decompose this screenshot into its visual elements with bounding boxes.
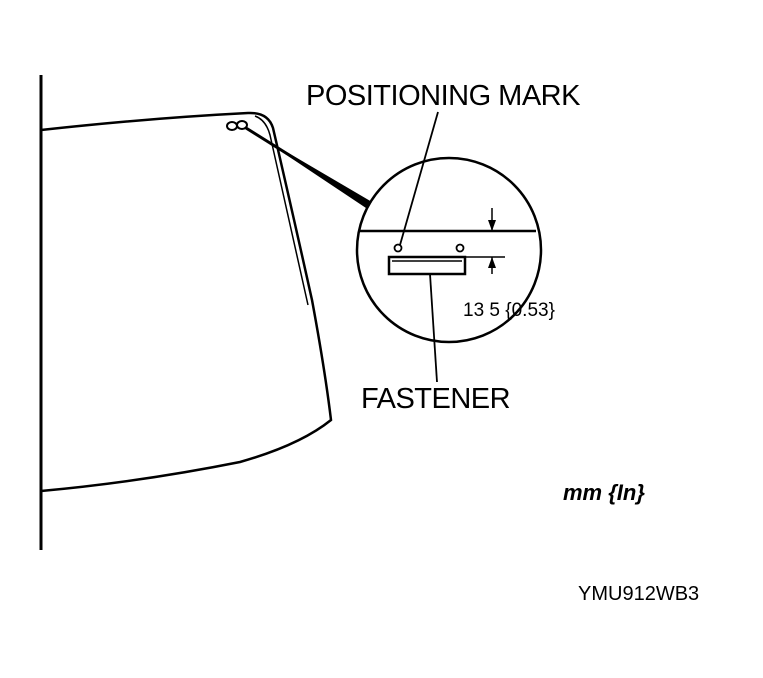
dimension-label: 13 5 {0.53} xyxy=(463,300,555,321)
positioning-mark-dot-right xyxy=(455,243,465,253)
windshield-outline xyxy=(40,111,333,493)
positioning-mark-dot-left xyxy=(393,243,403,253)
dimension-arrow-top-head xyxy=(488,220,496,231)
fastener-detail xyxy=(387,255,467,276)
positioning-mark-leader xyxy=(399,111,439,246)
positioning-mark-label: POSITIONING MARK xyxy=(306,80,580,112)
fastener-on-glass xyxy=(226,120,248,131)
units-label: mm {In} xyxy=(563,480,645,505)
detail-leader-stroke xyxy=(245,126,370,207)
figure-code: YMU912WB3 xyxy=(578,583,700,605)
detail-circle xyxy=(355,156,543,344)
dimension-arrow-bottom-head xyxy=(488,257,496,268)
windshield-inner-edge xyxy=(254,115,309,306)
fastener-leader xyxy=(429,273,438,383)
fastener-label: FASTENER xyxy=(361,383,511,415)
